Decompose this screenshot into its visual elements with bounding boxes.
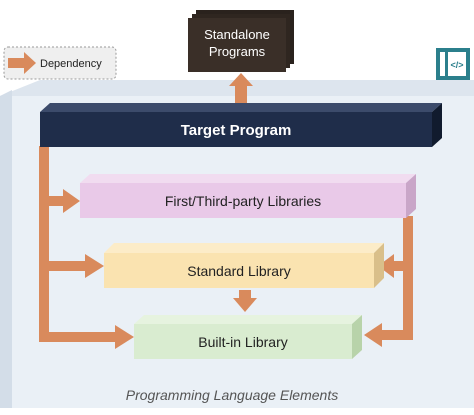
builtin-library-block: Built-in Library [134,315,362,359]
standard-library-block: Standard Library [104,243,384,288]
standalone-programs-box: Standalone Programs [188,10,294,72]
builtin-library-label: Built-in Library [198,334,287,350]
code-document-icon: </> [436,48,470,80]
target-program-block: Target Program [40,103,442,147]
legend-box: Dependency [3,46,117,80]
legend-arrow-icon [8,52,36,74]
target-program-label: Target Program [181,122,292,139]
standalone-programs-line1: Standalone [204,27,270,42]
standard-library-label: Standard Library [187,263,291,279]
standalone-programs-line2: Programs [209,44,266,59]
libraries-block: First/Third-party Libraries [80,174,416,218]
arrow-standard-to-builtin [233,290,257,312]
left-dependency-lines [39,146,134,349]
right-dependency-lines [364,216,413,347]
legend-label: Dependency [40,58,102,70]
arrow-target-to-standalone [229,73,253,106]
libraries-label: First/Third-party Libraries [165,193,321,209]
diagram-caption: Programming Language Elements [126,387,338,403]
svg-text:</>: </> [450,60,463,70]
